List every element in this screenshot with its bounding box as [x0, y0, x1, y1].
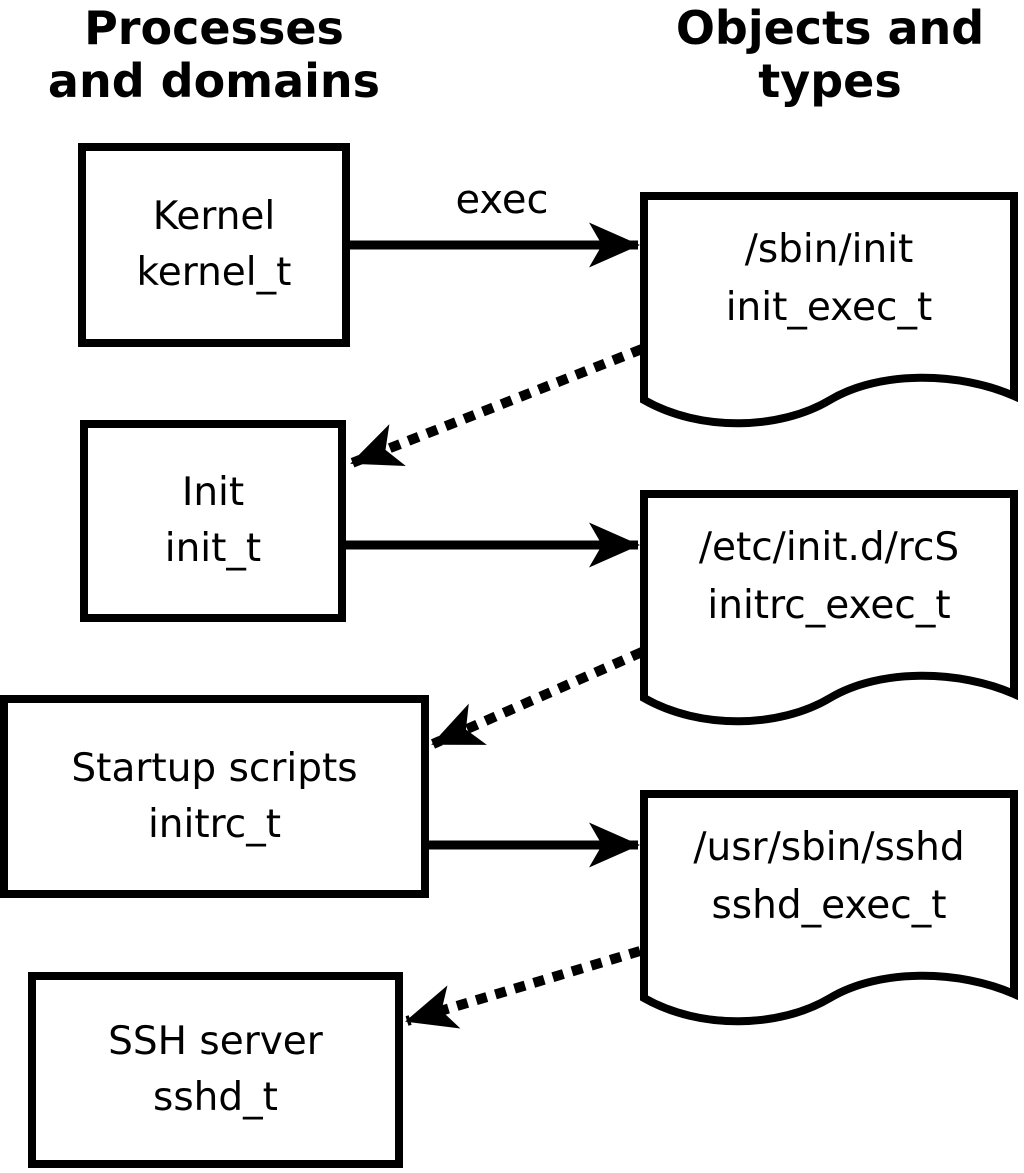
process-box-init: Init init_t [80, 420, 346, 622]
transition-arrow-rcs-to-initrc [430, 647, 645, 749]
object-label-sbin-init: /sbin/init init_exec_t [640, 198, 1018, 360]
process-domain: init_t [164, 526, 262, 571]
document-shape-sshd-exec [640, 790, 1018, 1026]
process-label: Startup scripts [71, 745, 358, 791]
process-domain: sshd_t [153, 1075, 278, 1120]
object-label-etc-initd-rcs: /etc/init.d/rcS initrc_exec_t [640, 496, 1018, 658]
process-label: Init [181, 470, 245, 515]
object-path: /usr/sbin/sshd [693, 825, 965, 870]
process-box-kernel: Kernel kernel_t [78, 143, 350, 347]
header-objects-line1: Objects and [675, 1, 985, 55]
object-type: sshd_exec_t [711, 883, 947, 928]
transition-arrow-sbin-init-to-init [350, 344, 644, 468]
process-label: Kernel [152, 194, 276, 239]
document-shape-initrc-exec [640, 490, 1018, 726]
object-type: initrc_exec_t [707, 583, 951, 628]
object-path: /sbin/init [744, 227, 914, 272]
exec-arrow-label: exec [455, 177, 549, 223]
header-objects-and-types: Objects and types [630, 2, 1024, 108]
process-box-ssh-server: SSH server sshd_t [28, 972, 403, 1168]
document-shape-init-exec [640, 192, 1018, 428]
process-domain: initrc_t [147, 801, 282, 847]
object-type: init_exec_t [725, 285, 933, 330]
process-domain: kernel_t [136, 250, 292, 295]
header-processes-line2: and domains [47, 54, 381, 108]
process-box-startup-scripts: Startup scripts initrc_t [0, 695, 429, 898]
object-label-usr-sbin-sshd: /usr/sbin/sshd sshd_exec_t [640, 796, 1018, 958]
header-processes-line1: Processes [84, 1, 344, 55]
transition-arrow-sshd-to-sshd-t [405, 946, 642, 1029]
header-objects-line2: types [758, 54, 902, 108]
object-path: /etc/init.d/rcS [698, 525, 960, 570]
process-label: SSH server [108, 1019, 323, 1064]
header-processes-and-domains: Processes and domains [14, 2, 414, 108]
